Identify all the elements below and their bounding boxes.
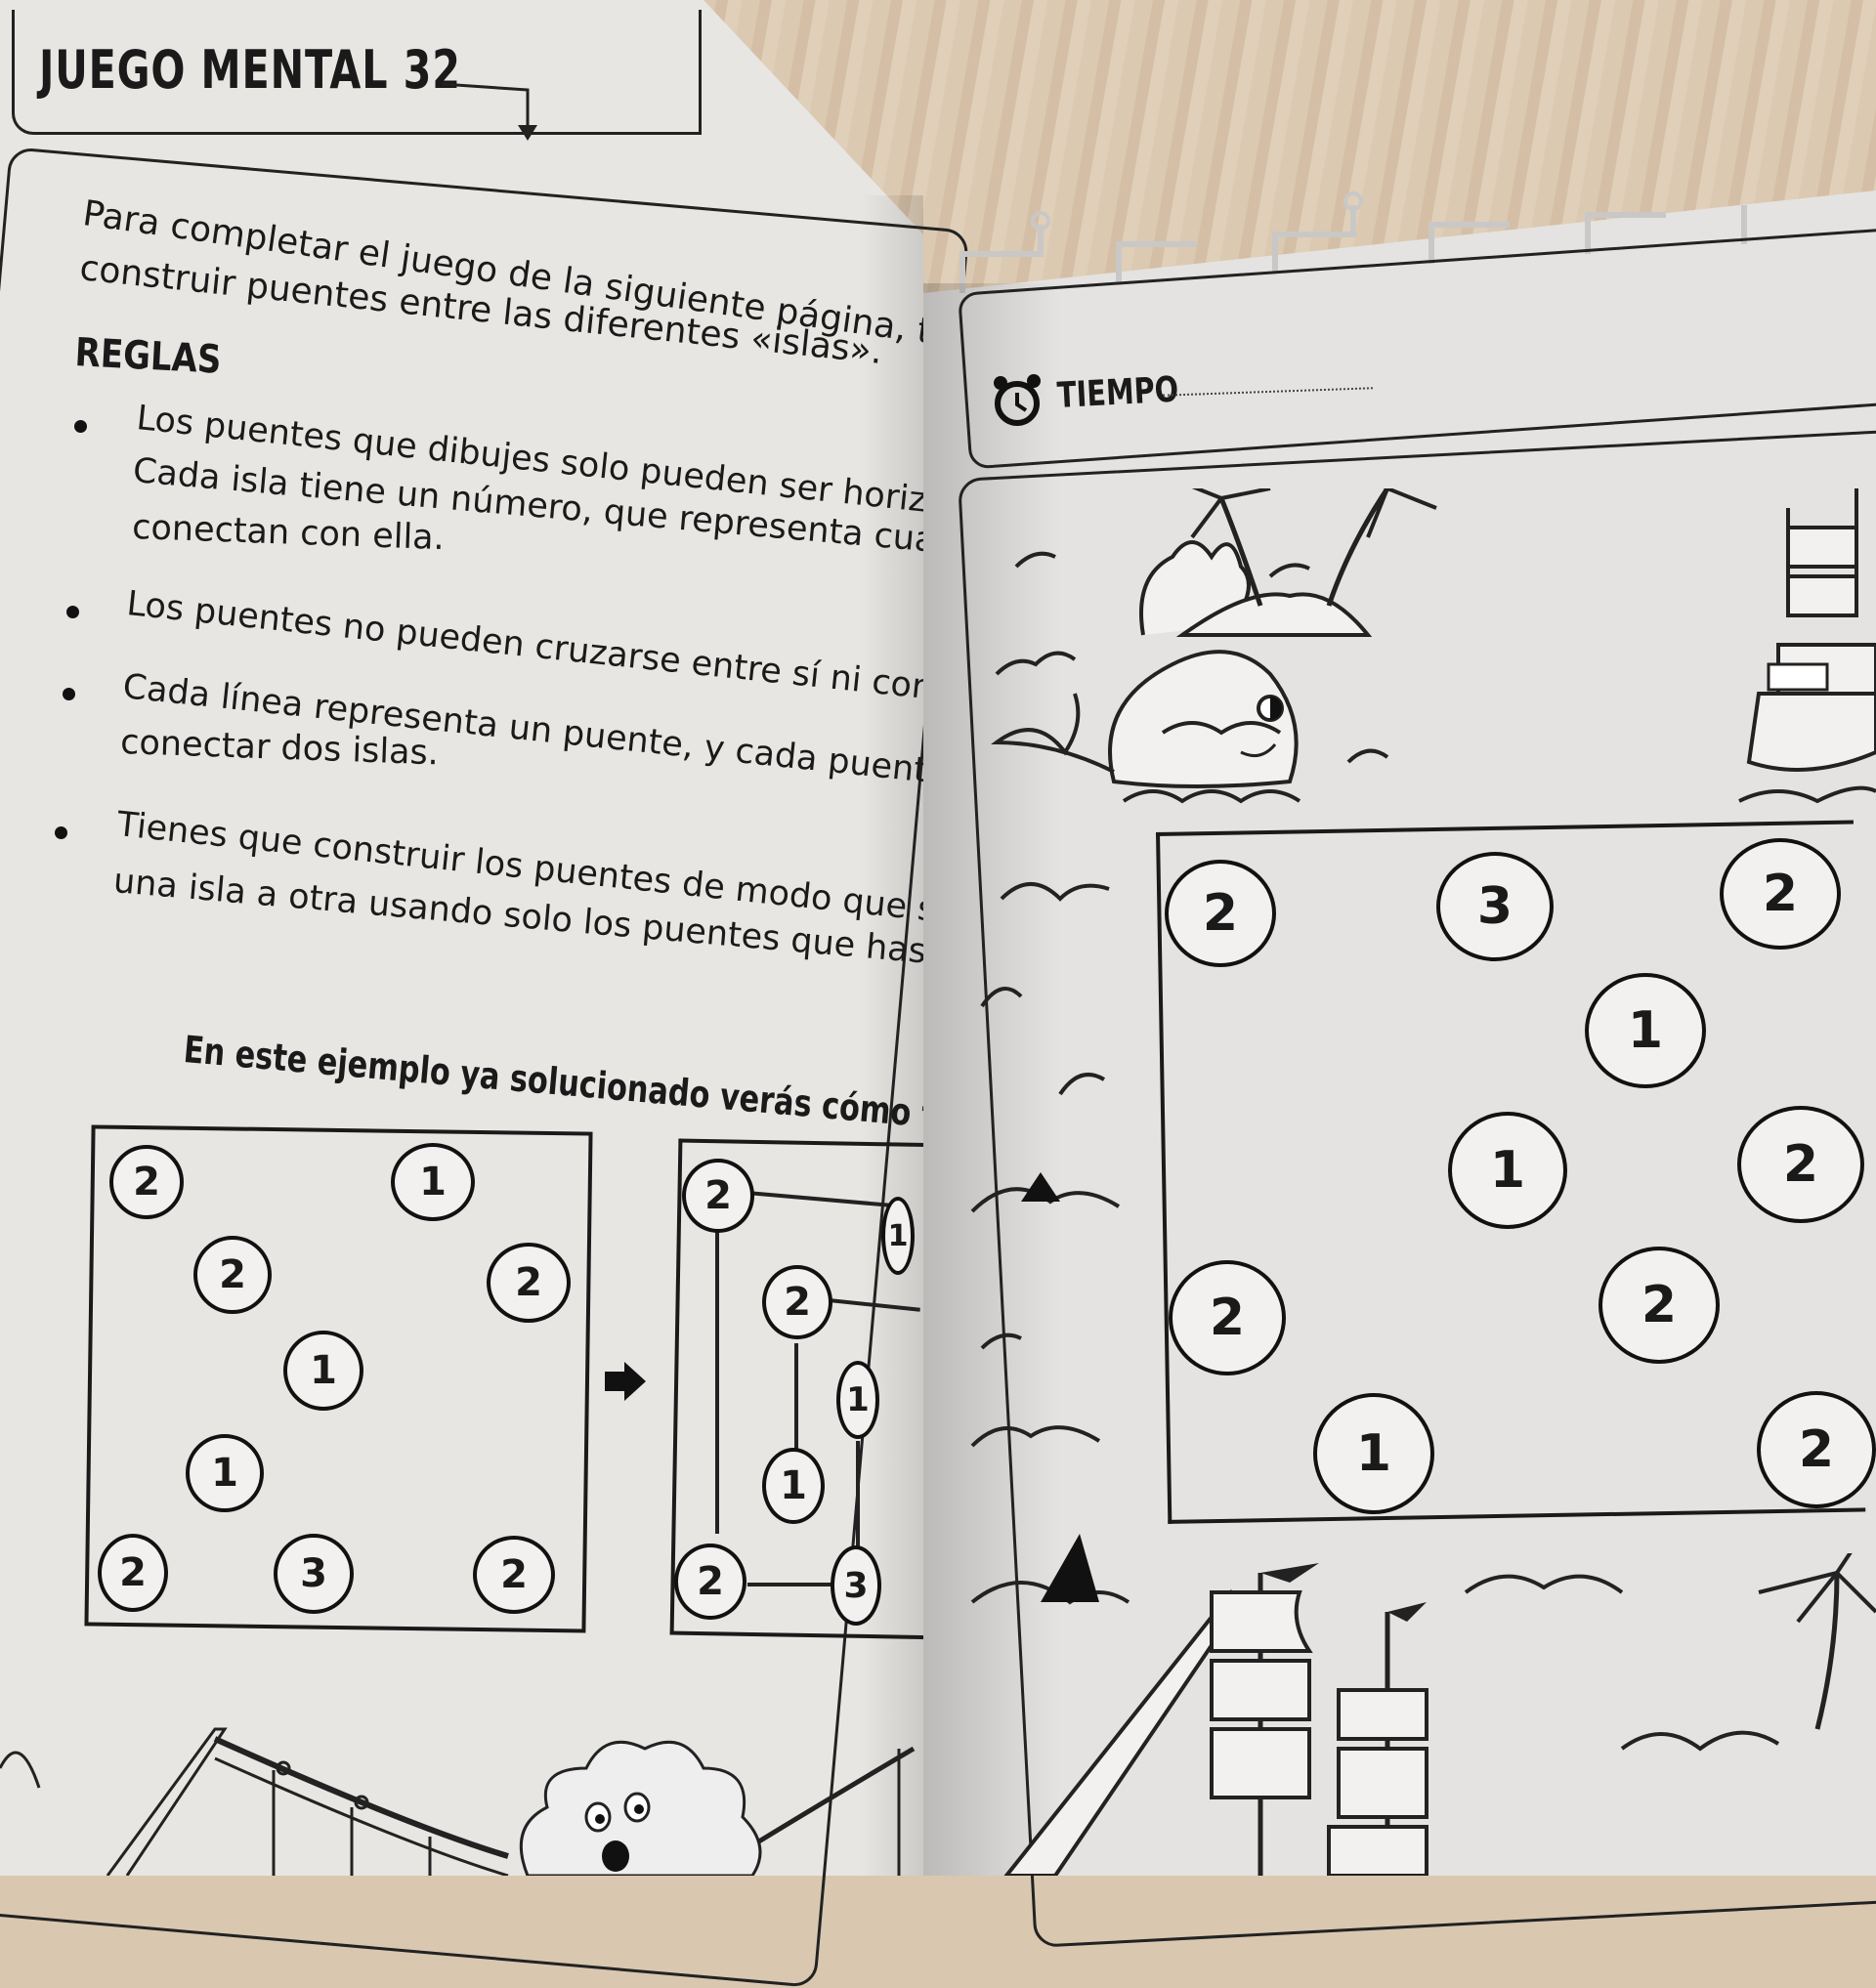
page-title: JUEGO MENTAL 32 xyxy=(39,39,461,101)
island: 1 xyxy=(283,1331,363,1411)
bridge-line xyxy=(856,1441,860,1548)
bridge-line xyxy=(747,1583,845,1586)
puzzle-island[interactable]: 1 xyxy=(1448,1112,1567,1229)
island: 2 xyxy=(193,1236,272,1314)
bubble-character xyxy=(519,1740,762,1876)
puzzle-island[interactable]: 2 xyxy=(1737,1106,1864,1223)
right-arrow-icon xyxy=(605,1362,646,1401)
puzzle-island[interactable]: 2 xyxy=(1720,838,1841,950)
alarm-clock-icon xyxy=(994,374,1041,426)
bridge-line xyxy=(794,1343,798,1460)
rope-bridge-illustration xyxy=(0,1727,916,1876)
puzzle-island[interactable]: 2 xyxy=(1165,860,1276,967)
island: 1 xyxy=(836,1361,879,1439)
sea-scene-bottom xyxy=(1003,1553,1876,1876)
sailing-ship xyxy=(1003,1563,1428,1876)
island: 1 xyxy=(762,1448,825,1524)
whale xyxy=(990,540,1299,788)
bullet xyxy=(63,688,75,700)
puzzle-island[interactable]: 2 xyxy=(1757,1391,1876,1508)
island: 3 xyxy=(274,1534,354,1614)
island: 2 xyxy=(682,1159,754,1233)
island: 1 xyxy=(391,1143,475,1221)
bridge-line xyxy=(715,1211,719,1534)
puzzle-island[interactable]: 1 xyxy=(1585,973,1706,1088)
island: 2 xyxy=(109,1145,184,1219)
puzzle-island[interactable]: 2 xyxy=(1169,1260,1286,1375)
puzzle-island[interactable]: 3 xyxy=(1436,852,1554,961)
pirate-ship xyxy=(1746,488,1876,772)
rules-heading: REGLAS xyxy=(73,330,223,383)
shark-fin-icon xyxy=(1021,1172,1060,1202)
island: 1 xyxy=(186,1434,264,1512)
puzzle-island[interactable]: 1 xyxy=(1313,1393,1434,1514)
page-fold-shadow xyxy=(923,283,1060,1876)
island: 2 xyxy=(98,1534,168,1612)
sea-waves-left xyxy=(970,882,1130,1605)
palm-tree xyxy=(1758,1553,1876,1730)
island: 2 xyxy=(473,1536,555,1614)
island: 2 xyxy=(762,1265,832,1339)
island: 1 xyxy=(881,1197,915,1275)
island: 2 xyxy=(674,1544,746,1620)
title-arrow-icon xyxy=(441,82,537,141)
shark-fin-icon xyxy=(1041,1534,1099,1602)
puzzle-island[interactable]: 2 xyxy=(1599,1247,1720,1364)
island: 3 xyxy=(831,1545,881,1626)
time-label: TIEMPO xyxy=(1055,369,1180,416)
title-frame xyxy=(12,10,702,135)
bullet xyxy=(74,420,87,433)
bullet xyxy=(66,606,79,618)
circuit-pattern-decoration xyxy=(959,191,1747,293)
sea-scene-top xyxy=(990,488,1876,804)
island: 2 xyxy=(487,1243,571,1323)
palm-island xyxy=(1175,488,1437,637)
bullet xyxy=(55,826,67,839)
